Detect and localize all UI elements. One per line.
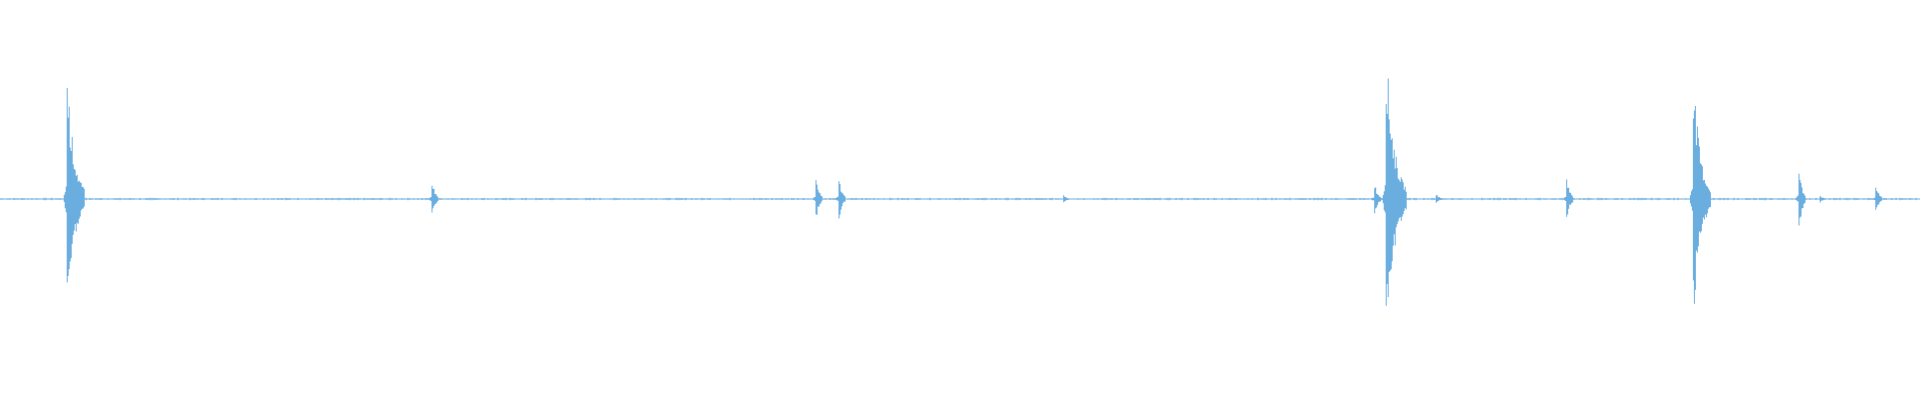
waveform-spike-7	[1432, 195, 1443, 203]
waveform-spike-0	[63, 87, 85, 283]
waveform-spike-3	[835, 181, 846, 219]
waveform-spike-6	[1382, 78, 1407, 306]
waveform-spike-1	[428, 185, 439, 213]
waveform-spike-10	[1795, 173, 1806, 226]
waveform-spike-4	[1060, 195, 1071, 203]
waveform-spike-11	[1816, 195, 1827, 203]
waveform-spike-9	[1689, 106, 1711, 304]
waveform-spikes	[0, 78, 1919, 306]
waveform-spike-5	[1371, 187, 1382, 214]
waveform-spike-12	[1872, 187, 1883, 210]
waveform-spike-8	[1563, 179, 1574, 217]
waveform-spike-2	[812, 180, 823, 215]
